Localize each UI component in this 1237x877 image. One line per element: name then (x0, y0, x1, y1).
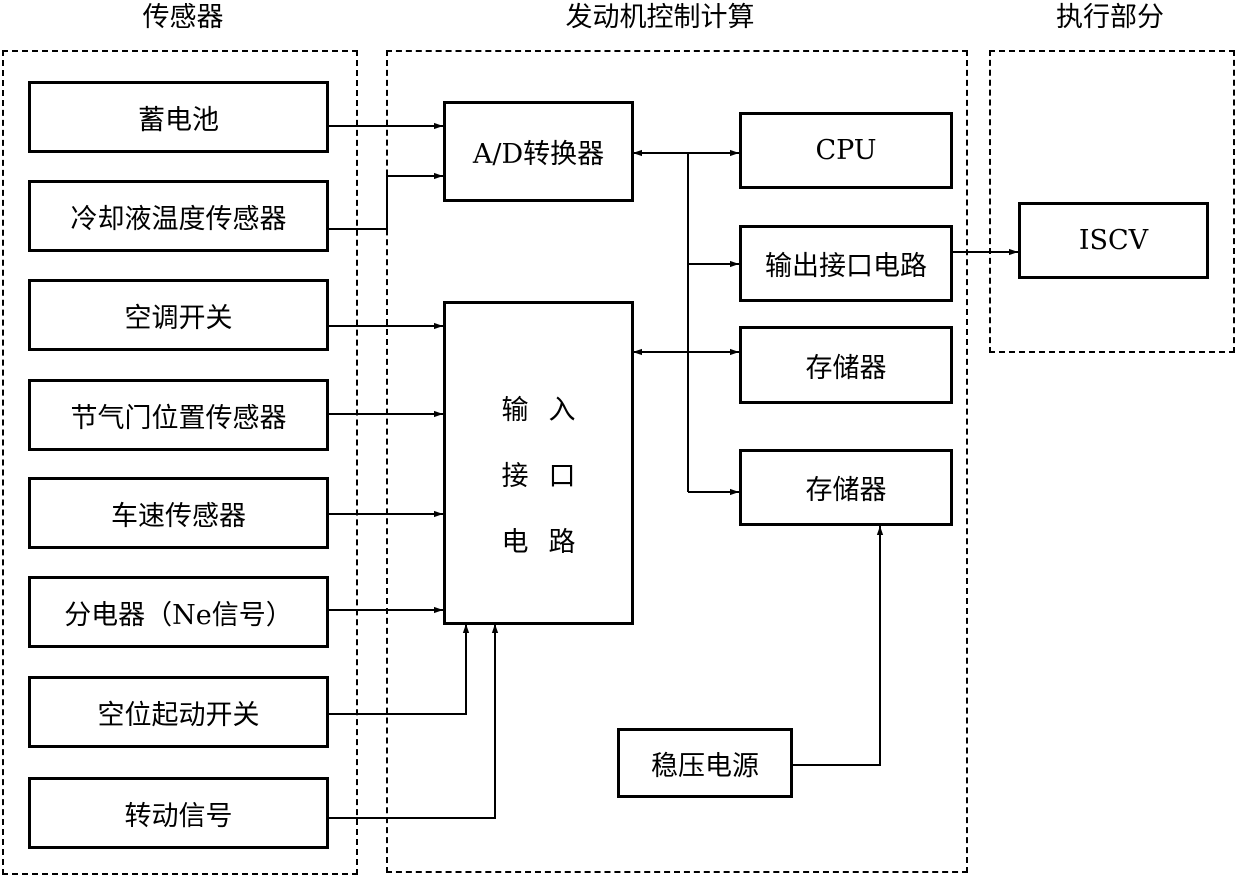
wire-power-memory (792, 526, 884, 766)
memory-box-1: 存储器 (739, 326, 953, 404)
sensor-battery: 蓄电池 (28, 81, 329, 153)
output-interface-box: 输出接口电路 (739, 225, 953, 302)
sensor-ac-switch: 空调开关 (28, 279, 329, 351)
sensor-throttle-position: 节气门位置传感器 (28, 379, 329, 451)
input-line-1: 输入 (501, 395, 596, 426)
wire-neutral (328, 624, 470, 715)
sensors-header: 传感器 (142, 2, 224, 33)
cpu-box: CPU (739, 112, 953, 189)
power-supply-box: 稳压电源 (617, 728, 793, 798)
wire-coolant (328, 172, 443, 230)
sensor-coolant-temp: 冷却液温度传感器 (28, 180, 329, 252)
ecu-group (386, 50, 968, 873)
sensor-distributor: 分电器（Ne信号） (28, 576, 329, 648)
ecu-header: 发动机控制计算 (565, 2, 755, 33)
sensor-neutral-start-switch: 空位起动开关 (28, 676, 329, 748)
adc-box: A/D转换器 (443, 101, 634, 202)
sensor-vehicle-speed: 车速传感器 (28, 477, 329, 549)
wire-turn (328, 624, 499, 819)
sensor-turn-signal: 转动信号 (28, 777, 329, 849)
sensors-group (2, 50, 358, 875)
input-line-3: 电路 (501, 527, 596, 558)
actuator-header: 执行部分 (1056, 2, 1164, 33)
memory-box-2: 存储器 (739, 449, 953, 526)
actuator-group (989, 50, 1235, 353)
input-interface-box: 输入 接口 电路 (443, 301, 634, 625)
input-line-2: 接口 (501, 461, 596, 492)
iscv-box: ISCV (1018, 202, 1209, 279)
